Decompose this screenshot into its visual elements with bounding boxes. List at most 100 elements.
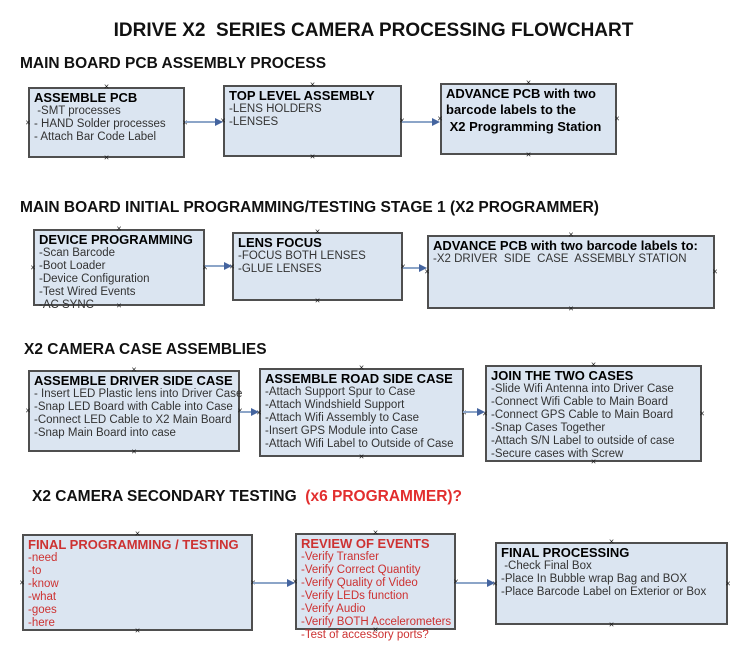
box-items: -SMT processes- HAND Solder processes- A… — [34, 105, 179, 144]
connection-point-icon: × — [400, 261, 406, 271]
flow-box-join-the-two-cases: JOIN THE TWO CASES -Slide Wifi Antenna i… — [482, 360, 705, 466]
box-item: -know — [28, 578, 59, 590]
connection-point-icon: × — [309, 79, 316, 90]
box-item: -Secure cases with Screw — [491, 448, 624, 460]
box-item: -to — [28, 565, 42, 577]
connection-point-icon: × — [314, 226, 321, 237]
connection-point-icon: × — [568, 229, 574, 240]
box-items: - Insert LED Plastic lens into Driver Ca… — [34, 388, 243, 440]
connection-point-icon: × — [424, 266, 430, 277]
section-heading-pcb-assembly: MAIN BOARD PCB ASSEMBLY PROCESS — [20, 55, 327, 72]
arrow-line — [403, 267, 421, 269]
connection-point-icon: × — [372, 624, 379, 635]
box-item: -Connect LED Cable to X2 Main Board — [34, 414, 232, 426]
arrow-head-icon — [477, 408, 485, 416]
connection-point-icon: × — [314, 295, 321, 306]
flow-box-assemble-driver-side-case: ASSEMBLE DRIVER SIDE CASE - Insert LED P… — [25, 365, 243, 456]
flow-arrow — [205, 261, 232, 271]
connection-point-icon: × — [202, 262, 208, 272]
box-item: -Attach Windshield Support — [265, 399, 405, 411]
flow-box-advance-pcb-case-station: ADVANCE PCB with two barcode labels to: … — [424, 230, 717, 313]
arrow-line — [185, 121, 217, 123]
connection-point-icon: × — [568, 303, 574, 314]
flow-box-top-level-assembly: TOP LEVEL ASSEMBLY -LENS HOLDERS-LENSES … — [220, 80, 404, 161]
box-item: -Slide Wifi Antenna into Driver Case — [491, 383, 674, 395]
heading-suffix-red: (x6 PROGRAMMER)? — [305, 488, 463, 505]
connection-point-icon: × — [237, 406, 242, 416]
box-item: - Insert LED Plastic lens into Driver Ca… — [34, 388, 243, 400]
connection-point-icon: × — [116, 300, 122, 311]
arrow-head-icon — [419, 264, 427, 272]
flow-arrow — [403, 263, 427, 273]
connection-point-icon: × — [134, 625, 141, 636]
flow-box-lens-focus: LENS FOCUS -FOCUS BOTH LENSES-GLUE LENSE… — [229, 227, 406, 305]
box-item: -LENSES — [229, 116, 279, 128]
connection-point-icon: × — [590, 359, 597, 370]
box-title: ADVANCE PCB with two — [446, 86, 596, 101]
box-item: -Snap LED Board with Cable into Case — [34, 401, 233, 413]
heading-text: X2 CAMERA SECONDARY TESTING — [32, 488, 306, 505]
arrow-head-icon — [432, 118, 440, 126]
box-item: -Scan Barcode — [39, 247, 116, 259]
connection-point-icon: × — [725, 578, 731, 588]
flow-arrow — [463, 407, 485, 417]
box-title: FINAL PROCESSING — [501, 545, 630, 560]
connection-point-icon: × — [229, 261, 235, 271]
connection-point-icon: × — [525, 77, 532, 88]
arrow-line — [240, 411, 253, 413]
arrow-line — [463, 411, 479, 413]
box-item: -need — [28, 552, 58, 564]
connection-point-icon: × — [358, 451, 365, 462]
box-title: FINAL PROGRAMMING / TESTING — [28, 537, 239, 552]
box-items: -Verify Transfer-Verify Correct Quantity… — [301, 551, 451, 642]
box-item: -Attach Wifi Label to Outside of Case — [265, 438, 454, 450]
box-item: -Boot Loader — [39, 260, 106, 272]
connection-point-icon: × — [699, 408, 705, 418]
box-items: -LENS HOLDERS-LENSES — [229, 103, 396, 129]
connection-point-icon: × — [292, 576, 298, 586]
box-item: -SMT processes — [34, 105, 121, 117]
flow-arrow — [253, 578, 295, 588]
connection-point-icon: × — [30, 262, 36, 272]
arrow-line — [456, 582, 489, 584]
box-item: -Place Barcode Label on Exterior or Box — [501, 586, 707, 598]
connection-point-icon: × — [131, 446, 137, 457]
arrow-head-icon — [215, 118, 223, 126]
box-title: ADVANCE PCB with two barcode labels to: — [433, 238, 698, 253]
flow-box-final-programming-testing: FINAL PROGRAMMING / TESTING -need-to-kno… — [19, 529, 255, 635]
connection-point-icon: × — [103, 81, 110, 92]
box-item: -Verify Audio — [301, 603, 366, 615]
arrow-head-icon — [287, 579, 295, 587]
connection-point-icon: × — [19, 577, 25, 587]
connection-point-icon: × — [453, 576, 459, 586]
arrow-head-icon — [251, 408, 259, 416]
connection-point-icon: × — [220, 115, 226, 126]
flow-arrow — [240, 407, 259, 417]
arrow-line — [402, 121, 434, 123]
connection-point-icon: × — [614, 113, 620, 124]
box-item: -Insert GPS Module into Case — [265, 425, 418, 437]
box-item: -FOCUS BOTH LENSES — [238, 250, 366, 262]
box-item: -Test Wired Events — [39, 286, 136, 298]
box-item: -Snap Cases Together — [491, 422, 606, 434]
arrow-line — [205, 265, 226, 267]
box-item: -Device Configuration — [39, 273, 150, 285]
box-item: -Snap Main Board into case — [34, 427, 176, 439]
connection-point-icon: × — [608, 536, 615, 547]
box-item: -GLUE LENSES — [238, 263, 322, 275]
box-items: -Slide Wifi Antenna into Driver Case-Con… — [491, 383, 696, 461]
box-items: barcode labels to the X2 Programming Sta… — [446, 101, 611, 135]
flow-arrow — [456, 578, 495, 588]
box-items: -FOCUS BOTH LENSES-GLUE LENSES — [238, 250, 397, 276]
box-item: -Attach Wifi Assembly to Case — [265, 412, 420, 424]
connection-point-icon: × — [608, 619, 615, 630]
arrow-head-icon — [487, 579, 495, 587]
box-items: -Check Final Box-Place In Bubble wrap Ba… — [501, 560, 722, 599]
arrow-line — [253, 582, 289, 584]
box-item: -Verify Quality of Video — [301, 577, 418, 589]
connection-point-icon: × — [256, 407, 262, 417]
connection-point-icon: × — [103, 152, 110, 163]
box-items: -Attach Support Spur to Case-Attach Wind… — [265, 386, 458, 451]
box-title: ASSEMBLE ROAD SIDE CASE — [265, 371, 453, 386]
connection-point-icon: × — [482, 408, 488, 418]
